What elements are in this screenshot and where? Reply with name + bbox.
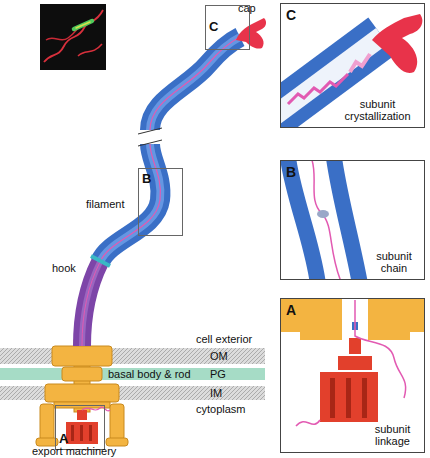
crystallization-detail [280, 14, 422, 122]
hook-part [82, 262, 100, 346]
chain-detail-part [334, 160, 360, 280]
panel-letter: B [142, 172, 151, 187]
detail-frame: B [138, 168, 183, 236]
micrograph-inset-part [78, 44, 102, 56]
basal-body-part [40, 404, 54, 440]
filament-part [150, 37, 240, 130]
export-apparatus [66, 407, 110, 444]
linkage-detail-part [349, 338, 361, 354]
linkage-detail-part [355, 300, 406, 398]
linkage-detail-part [320, 372, 378, 422]
chain-detail-part [312, 160, 342, 280]
detail-frame: A [55, 405, 105, 450]
linkage-detail-part [280, 298, 342, 332]
basal-body-part [45, 384, 119, 402]
export-apparatus-part [71, 425, 74, 441]
detail-panel: Bsubunit chain [280, 160, 425, 280]
micrograph-inset-part [76, 22, 90, 28]
hook-part [82, 262, 100, 346]
filament-part [91, 256, 110, 266]
linkage-detail-part [338, 356, 372, 370]
panel-letter: B [286, 164, 296, 180]
linkage-detail-part [368, 298, 425, 332]
linkage-detail-part [346, 378, 351, 418]
basal-body-part [62, 367, 102, 381]
basal-body-part [52, 346, 112, 366]
filament-part [150, 37, 240, 130]
part-label: filament [86, 198, 125, 211]
linkage-detail-part [296, 420, 320, 426]
chain-detail-part [317, 210, 329, 218]
detail-panel: Csubunit crystallization [280, 3, 425, 128]
export-apparatus-part [89, 425, 92, 441]
detail-panel: Asubunit linkage [280, 298, 425, 453]
cell-envelope-part [0, 386, 265, 400]
crystallization-detail-part [350, 54, 370, 72]
micrograph-inset-part [40, 4, 106, 70]
micrograph-inset [40, 4, 106, 70]
part-label: cell exterior [196, 333, 252, 346]
panel-caption: subunit crystallization [335, 98, 420, 123]
filament-cap-part [236, 18, 266, 49]
part-label: OM [210, 350, 228, 363]
linkage-detail [280, 298, 425, 426]
linkage-detail-part [368, 330, 410, 340]
filament-part [138, 128, 162, 134]
part-label: basal body & rod [108, 368, 191, 381]
filament-part [150, 37, 240, 130]
panel-letter: C [286, 7, 296, 23]
basal-body-part [106, 438, 128, 446]
panel-letter: C [209, 20, 218, 35]
crystallization-detail-part [288, 74, 348, 104]
export-apparatus-part [82, 407, 110, 411]
cell-envelope [0, 348, 265, 400]
basal-body-part [110, 404, 124, 440]
hook-part [82, 262, 100, 346]
micrograph-inset-part [44, 10, 103, 62]
filament-part [138, 140, 162, 146]
filament-cap [236, 18, 266, 49]
crystallization-detail-part [372, 14, 422, 73]
export-apparatus-part [66, 422, 98, 444]
part-label: IM [210, 387, 222, 400]
part-label: PG [210, 368, 226, 381]
export-apparatus-part [77, 410, 87, 420]
part-label: cap [238, 2, 256, 15]
linkage-detail-part [300, 330, 342, 340]
part-label: cytoplasm [196, 403, 246, 416]
linkage-detail-part [362, 378, 367, 418]
panel-letter: A [59, 432, 68, 447]
part-label: hook [52, 262, 76, 275]
micrograph-inset-part [74, 21, 92, 29]
basal-body [36, 340, 128, 446]
hook [82, 262, 100, 346]
cell-envelope-part [0, 348, 265, 364]
cell-envelope-part [0, 368, 265, 380]
panel-caption: subunit chain [370, 250, 418, 275]
filament [91, 37, 240, 266]
part-label: export machinery [32, 445, 116, 458]
linkage-detail-part [330, 378, 335, 418]
export-apparatus-part [80, 425, 83, 441]
panel-letter: A [286, 302, 296, 318]
chain-detail [288, 160, 360, 280]
panel-caption: subunit linkage [365, 423, 420, 448]
